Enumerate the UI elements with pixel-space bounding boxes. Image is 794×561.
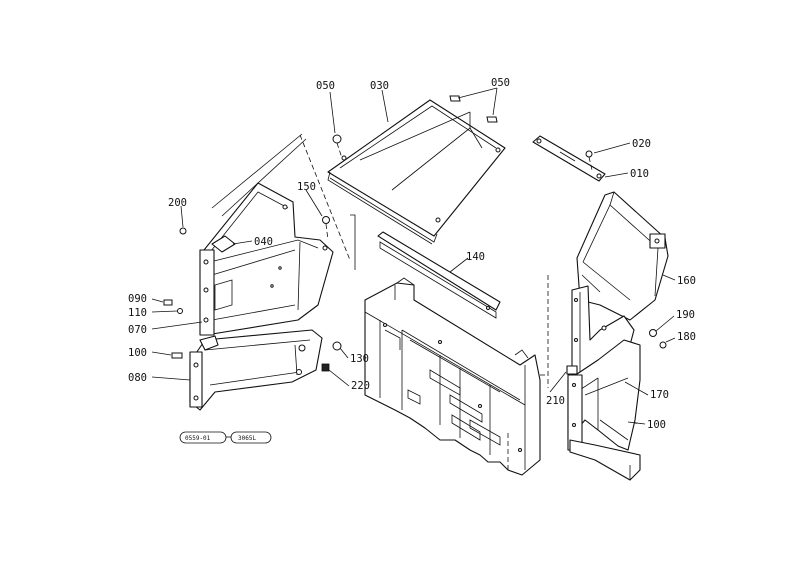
leader-lines	[151, 87, 676, 425]
label-210: 210	[546, 395, 565, 407]
label-190: 190	[676, 309, 695, 321]
bolt-060	[332, 134, 343, 159]
label-160: 160	[677, 275, 696, 287]
ref-box-left	[179, 431, 227, 444]
label-150: 150	[297, 181, 316, 193]
left-panel-080	[189, 329, 323, 411]
ref-code-left: 0559-01	[185, 435, 211, 442]
label-030: 030	[370, 80, 389, 92]
guide-line	[221, 138, 307, 217]
label-100-left: 100	[128, 347, 147, 359]
label-140: 140	[466, 251, 485, 263]
nut-220	[321, 363, 330, 372]
label-110: 110	[128, 307, 147, 319]
label-010: 010	[630, 168, 649, 180]
ref-code-right: 3065L	[238, 435, 256, 442]
clip-050	[449, 95, 498, 123]
reference-codes: 0559-01 3065L	[179, 431, 272, 444]
label-080: 080	[128, 372, 147, 384]
ref-box-right	[230, 431, 272, 444]
bolt-020	[585, 150, 593, 171]
bar-140	[377, 231, 501, 319]
guide-line	[299, 134, 351, 261]
top-cover-030	[327, 99, 506, 245]
right-bracket-170	[571, 285, 635, 379]
label-020: 020	[632, 138, 651, 150]
bolt-090	[163, 299, 173, 306]
stay-010	[532, 135, 606, 182]
label-130: 130	[350, 353, 369, 365]
label-180: 180	[677, 331, 696, 343]
label-100-right: 100	[647, 419, 666, 431]
bolt-150	[322, 216, 330, 241]
center-frame	[364, 277, 545, 476]
nut-130	[332, 341, 342, 351]
guide-line	[350, 214, 356, 270]
right-lower-panel-100	[567, 339, 641, 481]
bolt-190	[659, 341, 667, 349]
washer-110	[177, 308, 183, 314]
washer-180	[649, 329, 657, 337]
label-040: 040	[254, 236, 273, 248]
part-210	[566, 365, 578, 375]
guide-line	[211, 133, 303, 209]
label-050-clip: 050	[491, 77, 510, 89]
label-090: 090	[128, 293, 147, 305]
left-panel-070	[199, 182, 334, 336]
label-200: 200	[168, 197, 187, 209]
bolt-100-left	[171, 352, 183, 359]
label-070: 070	[128, 324, 147, 336]
label-050-bolt: 050	[316, 80, 335, 92]
right-panel-160	[576, 191, 669, 321]
label-170: 170	[650, 389, 669, 401]
part-labels: 050 030 050 020 010 150 200 040 140 160 …	[128, 77, 696, 431]
label-220: 220	[351, 380, 370, 392]
bolt-200	[179, 227, 187, 235]
